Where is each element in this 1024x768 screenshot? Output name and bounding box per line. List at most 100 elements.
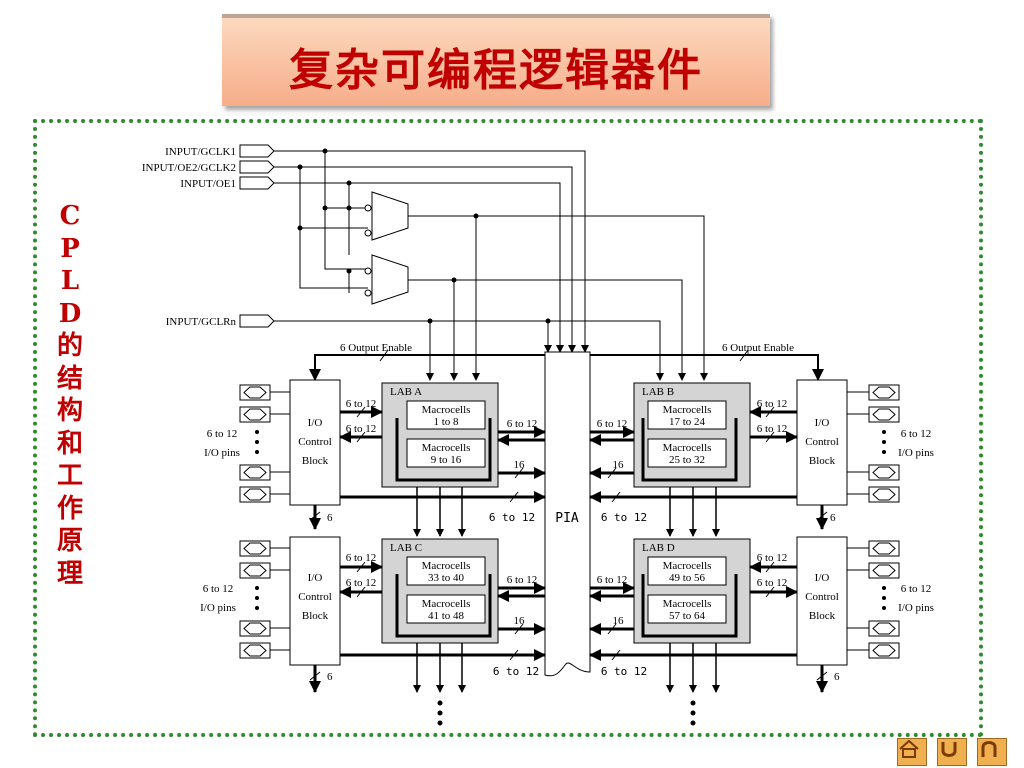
- lab-c: [381, 538, 499, 644]
- io-pins-count-label: 6 to 12: [901, 428, 932, 440]
- io-block-label-3: Block: [302, 610, 329, 622]
- macrocells-label: Macrocells: [422, 442, 471, 454]
- side-label: CPLD的结构和工作原理: [56, 201, 83, 589]
- bus-6-label: 6: [830, 512, 836, 524]
- bus-label: 6 to 12: [757, 552, 788, 564]
- lab-c-name: LAB C: [390, 542, 422, 554]
- io-pins-label: I/O pins: [898, 602, 934, 614]
- io-pins-left-bottom: [239, 540, 271, 659]
- output-enable-right-label: 6 Output Enable: [722, 342, 794, 354]
- bus-16-label: 16: [514, 615, 526, 627]
- bus-label: 6 to 12: [757, 423, 788, 435]
- lab-d-bottom-range: 57 to 64: [669, 610, 706, 622]
- bus-label: 6 to 12: [597, 574, 628, 586]
- lab-d-name: LAB D: [642, 542, 675, 554]
- macrocells-label: Macrocells: [422, 598, 471, 610]
- bus-label: 6 to 12: [489, 511, 535, 524]
- io-block-label-2: Control: [805, 436, 839, 448]
- bus-label: 6 to 12: [601, 511, 647, 524]
- io-block-label-2: Control: [805, 591, 839, 603]
- lab-d-top-range: 49 to 56: [669, 572, 706, 584]
- oe-mux-2: [364, 254, 409, 305]
- macrocells-label: Macrocells: [422, 560, 471, 572]
- bus-6-label: 6: [834, 671, 840, 683]
- bus-16-label: 16: [613, 615, 625, 627]
- pia-block: [544, 351, 591, 677]
- bus-label: 6 to 12: [507, 574, 538, 586]
- io-pins-label: I/O pins: [200, 602, 236, 614]
- pin-wires: [270, 391, 869, 651]
- input-gclrn-label: INPUT/GCLRn: [166, 316, 237, 328]
- home-icon: [899, 739, 919, 758]
- lab-a-top-range: 1 to 8: [433, 416, 459, 428]
- output-enable-lines: [309, 349, 824, 381]
- io-block-label-2: Control: [298, 591, 332, 603]
- bus-label: 6 to 12: [757, 577, 788, 589]
- io-block-label-1: I/O: [308, 417, 323, 429]
- junction-dots: [297, 148, 551, 324]
- io-block-label-3: Block: [809, 610, 836, 622]
- bus-6-label: 6: [327, 671, 333, 683]
- io-pins-count-label: 6 to 12: [207, 428, 238, 440]
- bus-16-label: 16: [613, 459, 625, 471]
- macrocells-label: Macrocells: [663, 442, 712, 454]
- bus-label: 6 to 12: [346, 552, 377, 564]
- bus-16-label: 16: [514, 459, 526, 471]
- title-banner: 复杂可编程逻辑器件: [222, 14, 770, 106]
- io-block-label-1: I/O: [815, 417, 830, 429]
- io-block-label-2: Control: [298, 436, 332, 448]
- lab-a: [381, 382, 499, 488]
- bus-label: 6 to 12: [597, 418, 628, 430]
- io-pins-count-label: 6 to 12: [203, 583, 234, 595]
- forward-button[interactable]: [977, 738, 1007, 766]
- input-oe2-gclk2-label: INPUT/OE2/GCLK2: [142, 162, 236, 174]
- lab-b: [633, 382, 751, 488]
- output-enable-left-label: 6 Output Enable: [340, 342, 412, 354]
- lab-a-bottom-range: 9 to 16: [431, 454, 462, 466]
- io-block-label-3: Block: [302, 455, 329, 467]
- bus-label: 6 to 12: [346, 423, 377, 435]
- bus-label: 6 to 12: [346, 577, 377, 589]
- lab-b-bottom-range: 25 to 32: [669, 454, 705, 466]
- io-ellipsis-dots: [255, 430, 886, 610]
- return-button[interactable]: [937, 738, 967, 766]
- bus-label: 6 to 12: [346, 398, 377, 410]
- bus-label: 6 to 12: [757, 398, 788, 410]
- lab-a-name: LAB A: [390, 386, 422, 398]
- return-icon: [941, 742, 957, 757]
- io-pins-count-label: 6 to 12: [901, 583, 932, 595]
- diagram-frame: [33, 119, 983, 737]
- io-block-label-1: I/O: [815, 572, 830, 584]
- io-block-label-1: I/O: [308, 572, 323, 584]
- bus-slash-marks: [309, 406, 828, 681]
- bus-label: 6 to 12: [507, 418, 538, 430]
- io-block-top-right: [796, 379, 848, 506]
- macrocells-label: Macrocells: [663, 598, 712, 610]
- lab-vertical-arrows: [413, 487, 720, 693]
- input-gclk1-label: INPUT/GCLK1: [165, 146, 236, 158]
- io-block-label-3: Block: [809, 455, 836, 467]
- macrocells-label: Macrocells: [663, 560, 712, 572]
- macrocells-label: Macrocells: [663, 404, 712, 416]
- macrocells-label: Macrocells: [422, 404, 471, 416]
- lab-b-name: LAB B: [642, 386, 674, 398]
- global-lines: [274, 150, 708, 381]
- io-pins-left-top: [239, 384, 271, 503]
- bus-label: 6 to 12: [493, 665, 539, 678]
- oe-mux-1: [364, 191, 409, 241]
- lab-c-bottom-range: 41 to 48: [428, 610, 465, 622]
- lab-b-top-range: 17 to 24: [669, 416, 706, 428]
- io-pins-label: I/O pins: [204, 447, 240, 459]
- io-block-bottom-left: [289, 536, 341, 666]
- forward-icon: [981, 741, 997, 757]
- continuation-dots: [437, 700, 696, 726]
- bus-6-label: 6: [327, 512, 333, 524]
- io-pins-label: I/O pins: [898, 447, 934, 459]
- page-title: 复杂可编程逻辑器件: [289, 45, 703, 96]
- lab-c-top-range: 33 to 40: [428, 572, 465, 584]
- home-button[interactable]: [897, 738, 927, 766]
- lab-d: [633, 538, 751, 644]
- input-oe1-label: INPUT/OE1: [180, 178, 236, 190]
- pia-label: PIA: [555, 511, 579, 526]
